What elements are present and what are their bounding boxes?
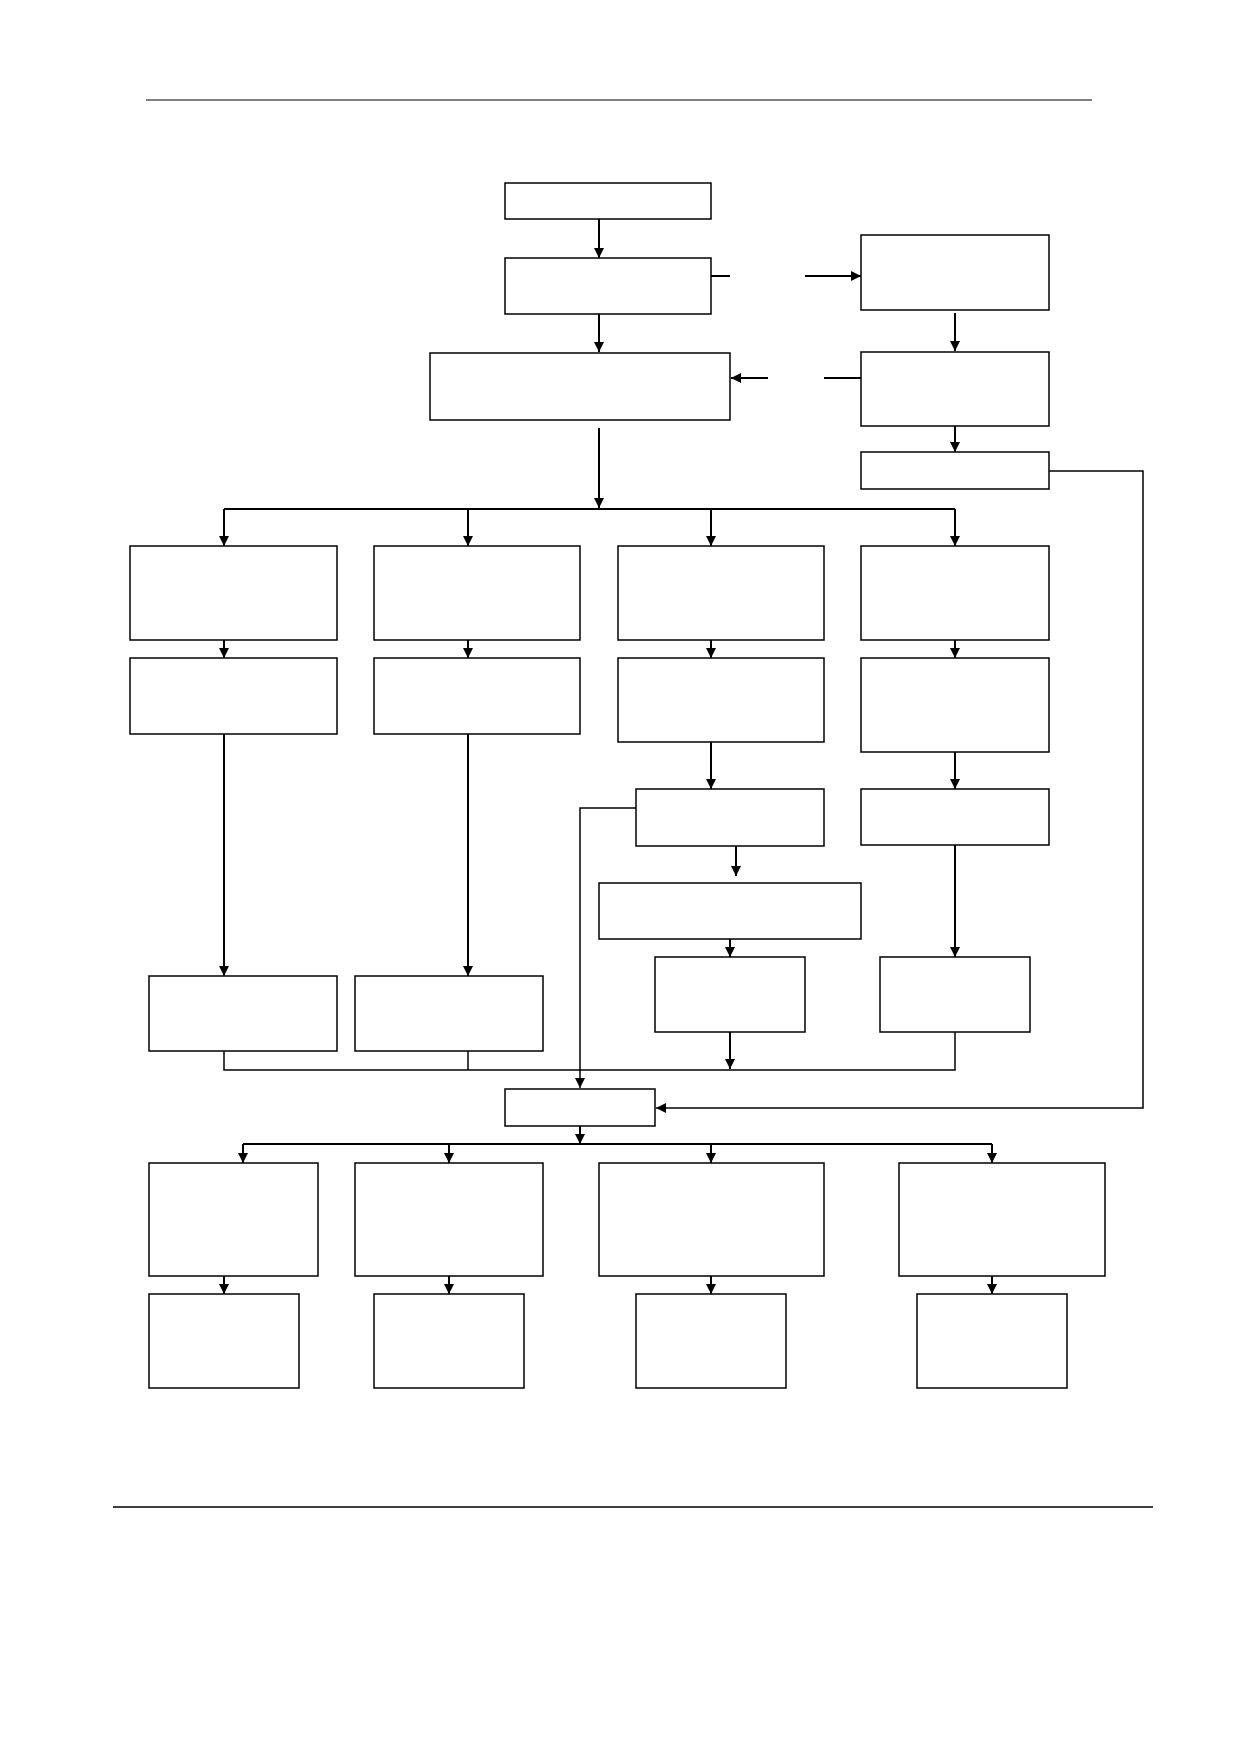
flowchart-box-merge xyxy=(504,1088,656,1127)
box-outline xyxy=(916,1293,1068,1389)
connector-collector-bus xyxy=(223,1032,956,1071)
box-outline xyxy=(617,545,825,641)
box-outline xyxy=(504,182,712,220)
box-outline xyxy=(598,1162,825,1277)
box-outline xyxy=(373,1293,525,1389)
flowchart-box-output-1-b xyxy=(148,1293,300,1389)
flowchart-box-branch-4-c xyxy=(860,788,1050,846)
box-outline xyxy=(373,657,581,735)
box-outline xyxy=(354,1162,544,1277)
flowchart-box-side-b xyxy=(860,351,1050,427)
connector-branch-3-c-to-merge xyxy=(575,807,636,1088)
box-outline xyxy=(860,788,1050,846)
flowchart-box-output-4-a xyxy=(898,1162,1106,1277)
flowchart-box-branch-2-end xyxy=(354,975,544,1052)
flowchart-box-start xyxy=(504,182,712,220)
box-outline xyxy=(148,1162,319,1277)
flowchart-box-branch-2-b xyxy=(373,657,581,735)
flowchart-box-branch-4-a xyxy=(860,545,1050,641)
box-outline xyxy=(429,352,731,421)
flowchart-box-branch-3-d xyxy=(598,882,862,940)
flowchart-box-side-c xyxy=(860,451,1050,490)
flowchart-box-output-3-a xyxy=(598,1162,825,1277)
box-outline xyxy=(148,975,338,1052)
flowchart-box-branch-1-a xyxy=(129,545,338,641)
flowchart-boxes xyxy=(129,182,1106,1389)
box-outline xyxy=(635,788,825,847)
box-outline xyxy=(598,882,862,940)
flowchart-box-branch-3-b xyxy=(617,657,825,743)
box-outline xyxy=(860,234,1050,311)
box-outline xyxy=(898,1162,1106,1277)
box-outline xyxy=(654,956,806,1033)
box-outline xyxy=(617,657,825,743)
connector-lines xyxy=(219,219,1144,1294)
box-outline xyxy=(504,1088,656,1127)
flowchart-box-branch-4-b xyxy=(860,657,1050,753)
flowchart-box-branch-1-b xyxy=(129,657,338,735)
box-outline xyxy=(860,451,1050,490)
box-outline xyxy=(148,1293,300,1389)
flowchart-box-output-2-b xyxy=(373,1293,525,1389)
flowchart-box-branch-3-a xyxy=(617,545,825,641)
connector-side-c-to-merge xyxy=(656,470,1144,1113)
box-outline xyxy=(860,657,1050,753)
flowchart-box-branch-4-end xyxy=(879,956,1031,1033)
flowchart-box-output-3-b xyxy=(635,1293,787,1389)
flowchart-box-branch-3-end xyxy=(654,956,806,1033)
flowchart-box-main-process xyxy=(429,352,731,421)
flowchart-box-branch-1-end xyxy=(148,975,338,1052)
flowchart-box-output-1-a xyxy=(148,1162,319,1277)
box-outline xyxy=(504,257,712,315)
box-outline xyxy=(129,545,338,641)
flowchart-box-step-2 xyxy=(504,257,712,315)
box-outline xyxy=(860,545,1050,641)
box-outline xyxy=(879,956,1031,1033)
flowchart-box-branch-3-c xyxy=(635,788,825,847)
flowchart-box-side-a xyxy=(860,234,1050,311)
box-outline xyxy=(373,545,581,641)
box-outline xyxy=(860,351,1050,427)
flowchart-box-branch-2-a xyxy=(373,545,581,641)
flowchart-box-output-4-b xyxy=(916,1293,1068,1389)
box-outline xyxy=(354,975,544,1052)
box-outline xyxy=(635,1293,787,1389)
flowchart-box-output-2-a xyxy=(354,1162,544,1277)
box-outline xyxy=(129,657,338,735)
